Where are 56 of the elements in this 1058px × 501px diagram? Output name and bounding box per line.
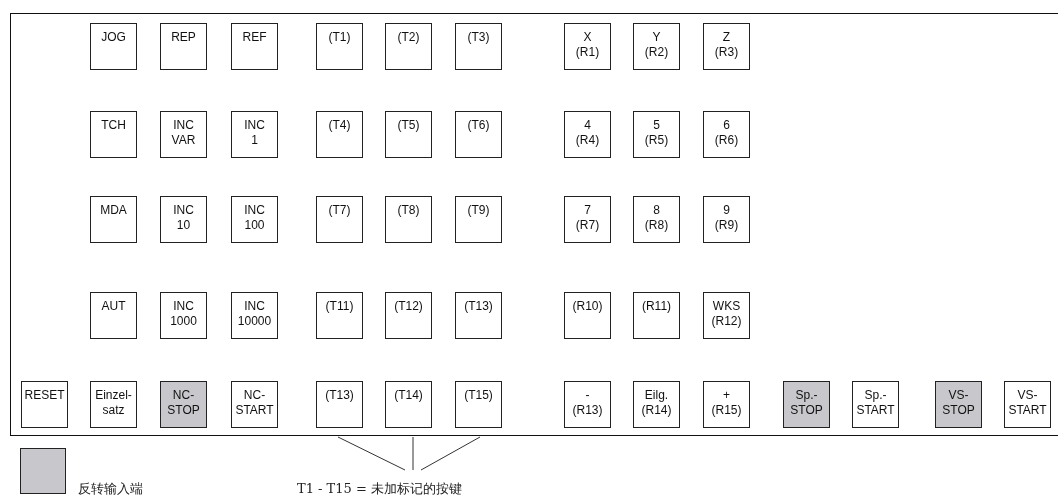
keypad-panel: [10, 13, 1058, 436]
key: (T6): [455, 111, 502, 158]
key: + (R15): [703, 381, 750, 428]
key: (T4): [316, 111, 363, 158]
key: (R11): [633, 292, 680, 339]
legend-text: 反转输入端: [78, 480, 143, 498]
leader-line: [412, 436, 414, 471]
key: (R10): [564, 292, 611, 339]
key: Sp.-STOP: [783, 381, 830, 428]
key: X (R1): [564, 23, 611, 70]
key: INC VAR: [160, 111, 207, 158]
key: MDA: [90, 196, 137, 243]
key: (T5): [385, 111, 432, 158]
key: (T13): [455, 292, 502, 339]
key: RESET: [21, 381, 68, 428]
key: WKS (R12): [703, 292, 750, 339]
key: AUT: [90, 292, 137, 339]
key: - (R13): [564, 381, 611, 428]
key: 5 (R5): [633, 111, 680, 158]
key: INC 100: [231, 196, 278, 243]
key: 8 (R8): [633, 196, 680, 243]
key: TCH: [90, 111, 137, 158]
key: VS-STOP: [935, 381, 982, 428]
key: (T7): [316, 196, 363, 243]
key: (T2): [385, 23, 432, 70]
key: 4 (R4): [564, 111, 611, 158]
key: Y (R2): [633, 23, 680, 70]
key: (T8): [385, 196, 432, 243]
key: INC 10: [160, 196, 207, 243]
key: (T1): [316, 23, 363, 70]
key: 6 (R6): [703, 111, 750, 158]
key: REP: [160, 23, 207, 70]
leader-line: [420, 436, 481, 471]
key: (T3): [455, 23, 502, 70]
leader-line: [337, 436, 406, 471]
key: (T14): [385, 381, 432, 428]
key: INC 1: [231, 111, 278, 158]
note-text: T1 - T15 = 未加标记的按键: [297, 480, 462, 498]
key: (T13): [316, 381, 363, 428]
key: VS-START: [1004, 381, 1051, 428]
key: Einzel-satz: [90, 381, 137, 428]
key: Z (R3): [703, 23, 750, 70]
key: NC-START: [231, 381, 278, 428]
key: REF: [231, 23, 278, 70]
key: (T12): [385, 292, 432, 339]
key: (T11): [316, 292, 363, 339]
key: INC 1000: [160, 292, 207, 339]
key: INC 10000: [231, 292, 278, 339]
key: 7 (R7): [564, 196, 611, 243]
key: Sp.-START: [852, 381, 899, 428]
key: (T9): [455, 196, 502, 243]
key: JOG: [90, 23, 137, 70]
key: (T15): [455, 381, 502, 428]
key: Eilg. (R14): [633, 381, 680, 428]
key: NC-STOP: [160, 381, 207, 428]
key: 9 (R9): [703, 196, 750, 243]
